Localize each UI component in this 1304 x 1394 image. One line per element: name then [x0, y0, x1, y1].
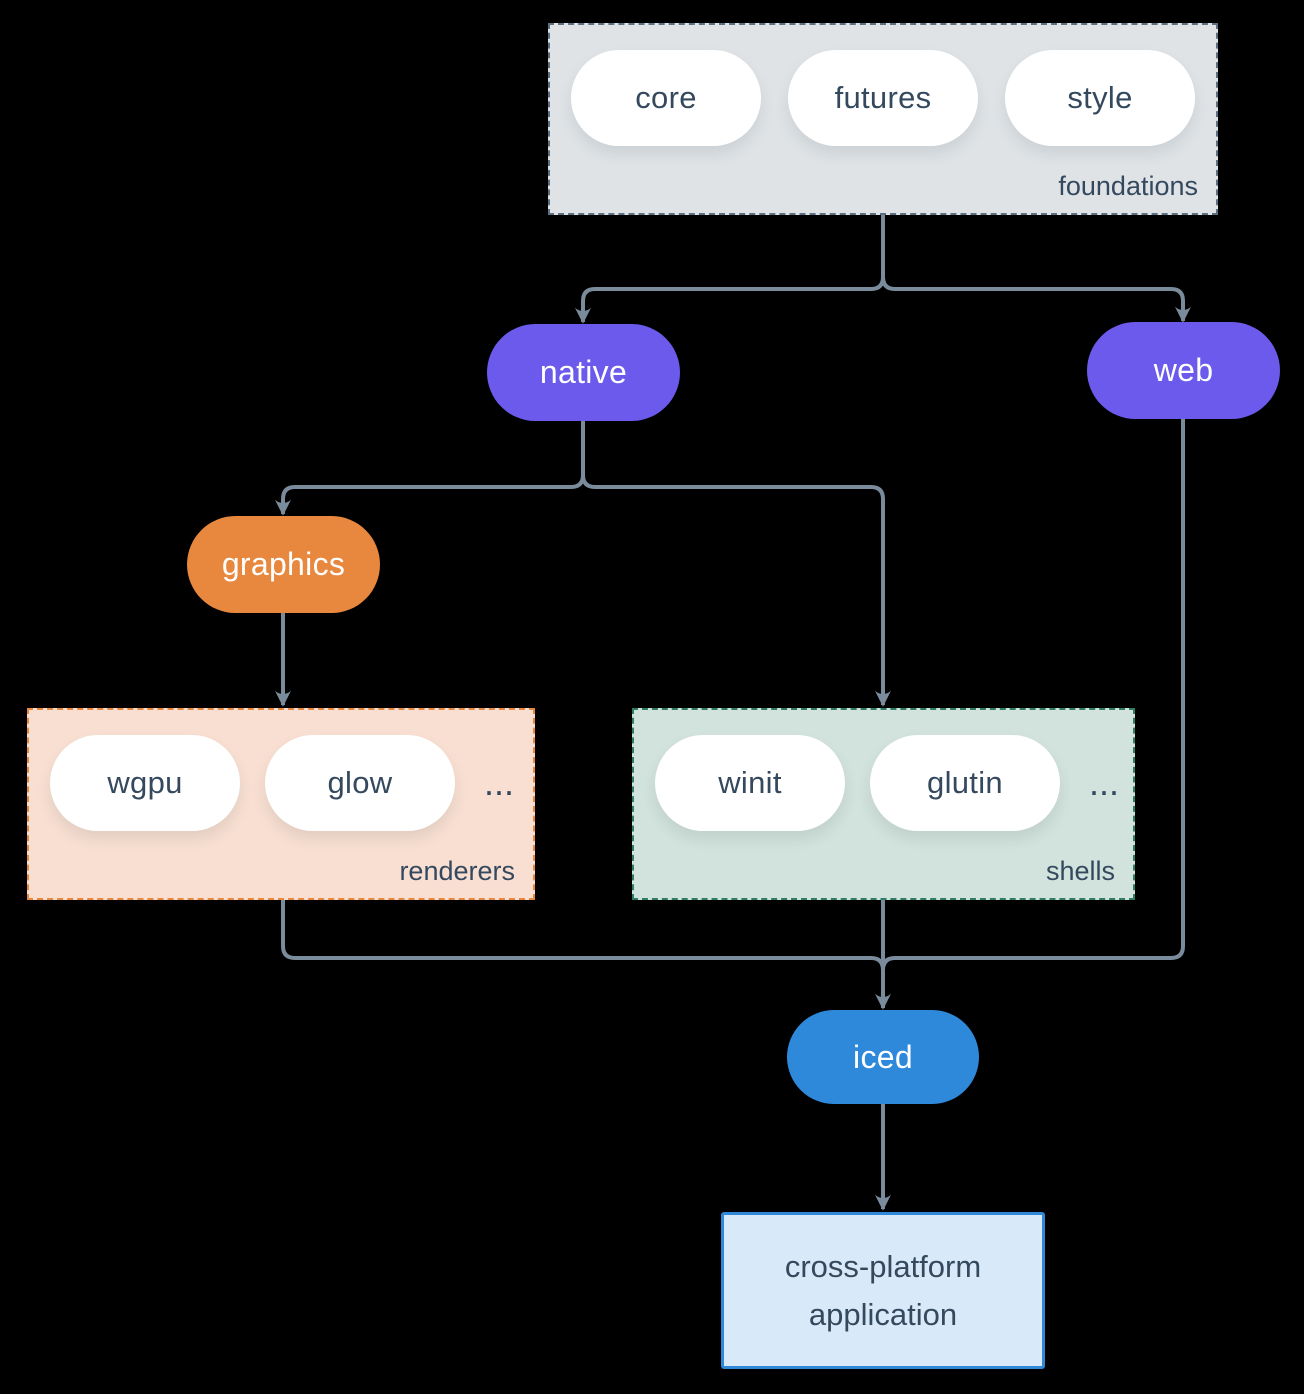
node-glow: glow: [265, 735, 455, 831]
group-shells: winit glutin ... shells: [632, 708, 1135, 900]
node-native: native: [487, 324, 680, 421]
node-iced-label: iced: [853, 1038, 913, 1075]
node-futures: futures: [788, 50, 978, 146]
node-winit-label: winit: [718, 765, 782, 800]
node-cross-platform-application: cross-platform application: [721, 1212, 1045, 1369]
arrow-foundations-to-web: [881, 215, 1192, 323]
application-label: cross-platform application: [784, 1249, 982, 1332]
line-renderers-to-merge: [281, 900, 885, 971]
foundations-pill-row: core futures style: [550, 25, 1216, 146]
node-graphics: graphics: [187, 516, 380, 613]
group-label-shells: shells: [1045, 856, 1115, 886]
group-renderers: wgpu glow ... renderers: [27, 708, 535, 900]
arrow-foundations-to-native: [574, 215, 885, 324]
node-glutin-label: glutin: [927, 765, 1003, 800]
arrow-native-to-shells: [581, 421, 892, 707]
renderers-pill-row: wgpu glow ...: [29, 710, 533, 831]
renderers-ellipsis: ...: [484, 762, 515, 803]
node-iced: iced: [787, 1010, 979, 1104]
node-glutin: glutin: [870, 735, 1060, 831]
shells-ellipsis: ...: [1089, 762, 1120, 803]
shells-pill-row: winit glutin ...: [634, 710, 1133, 831]
group-label-foundations: foundations: [1058, 171, 1198, 201]
node-wgpu: wgpu: [50, 735, 240, 831]
node-winit: winit: [655, 735, 845, 831]
arrow-native-to-graphics: [274, 421, 585, 516]
node-core-label: core: [635, 80, 697, 115]
group-label-renderers: renderers: [399, 856, 515, 886]
node-web-label: web: [1153, 352, 1214, 388]
node-web: web: [1087, 322, 1280, 419]
group-foundations: core futures style foundations: [548, 23, 1218, 215]
node-native-label: native: [539, 354, 628, 390]
node-style-label: style: [1067, 80, 1133, 115]
node-wgpu-label: wgpu: [107, 765, 183, 800]
node-futures-label: futures: [834, 80, 932, 115]
node-core: core: [571, 50, 761, 146]
node-style: style: [1005, 50, 1195, 146]
node-graphics-label: graphics: [221, 546, 346, 582]
node-glow-label: glow: [327, 765, 393, 800]
